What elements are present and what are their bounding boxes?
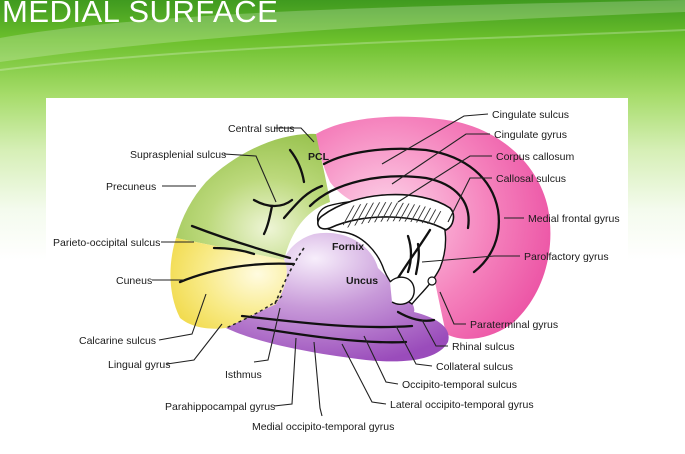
parolfactory-sulcus-b: [414, 242, 420, 276]
label-cingulate-sulcus: Cingulate sulcus: [492, 109, 569, 121]
label-lingual-gyrus: Lingual gyrus: [108, 359, 170, 371]
header-swoosh: [0, 0, 685, 71]
temporal-region: [226, 232, 449, 362]
label-parieto-occipital-sulcus: Parieto-occipital sulcus: [53, 237, 160, 249]
central-sulcus-line: [288, 148, 306, 184]
label-central-sulcus: Central sulcus: [228, 123, 295, 135]
brain-diagram-panel: Central sulcus Suprasplenial sulcus Prec…: [46, 98, 628, 454]
suprasplenial-branch: [262, 204, 274, 236]
slide-title: Medial surface: [2, 0, 279, 29]
rhinal-sulcus-line: [396, 310, 436, 322]
label-cingulate-gyrus: Cingulate gyrus: [494, 129, 567, 141]
label-corpus-callosum: Corpus callosum: [496, 151, 574, 163]
label-fornix: Fornix: [332, 241, 364, 253]
occipital-region: [170, 238, 287, 329]
fornix-curve: [396, 228, 432, 280]
parieto-occipital-sulcus-line: [190, 224, 292, 260]
label-medial-occipito-temporal-gyrus: Medial occipito-temporal gyrus: [252, 421, 394, 433]
suprasplenial-sulcus-line: [252, 198, 294, 208]
leader-lines: [152, 113, 524, 417]
uncus-shape: [389, 276, 415, 306]
label-pcl: PCL: [308, 151, 330, 163]
label-rhinal-sulcus: Rhinal sulcus: [452, 341, 514, 353]
label-callosal-sulcus: Callosal sulcus: [496, 173, 566, 185]
label-collateral-sulcus: Collateral sulcus: [436, 361, 513, 373]
label-isthmus: Isthmus: [225, 369, 262, 381]
brain-medial-surface-diagram: Central sulcus Suprasplenial sulcus Prec…: [53, 109, 620, 433]
label-lateral-occipito-temporal-gyrus: Lateral occipito-temporal gyrus: [390, 399, 534, 411]
label-parahippocampal-gyrus: Parahippocampal gyrus: [165, 401, 275, 413]
label-medial-frontal-gyrus: Medial frontal gyrus: [528, 213, 620, 225]
cuneus-sulcus-line: [212, 246, 256, 256]
isthmus-boundary: [273, 247, 305, 307]
label-parolfactory-gyrus: Parolfactory gyrus: [524, 251, 609, 263]
uncus-dot: [427, 276, 437, 286]
label-paraterminal-gyrus: Paraterminal gyrus: [470, 319, 558, 331]
label-calcarine-sulcus: Calcarine sulcus: [79, 335, 156, 347]
calcarine-sulcus-line: [178, 262, 296, 284]
label-uncus: Uncus: [346, 275, 378, 287]
occipito-temporal-sulcus-line: [256, 326, 408, 344]
label-precuneus: Precuneus: [106, 181, 156, 193]
parietal-region: [176, 133, 330, 260]
label-occipito-temporal-sulcus: Occipito-temporal sulcus: [402, 379, 517, 391]
label-cuneus: Cuneus: [116, 275, 152, 287]
cingulate-sulcus-line: [322, 147, 500, 274]
occipital-temporal-boundary: [225, 295, 283, 329]
callosal-sulcus-line: [308, 175, 470, 230]
label-suprasplenial-sulcus: Suprasplenial sulcus: [130, 149, 226, 161]
collateral-sulcus-line: [240, 314, 414, 329]
parolfactory-sulcus-a: [406, 234, 413, 274]
paracentral-sulcus: [282, 184, 324, 220]
